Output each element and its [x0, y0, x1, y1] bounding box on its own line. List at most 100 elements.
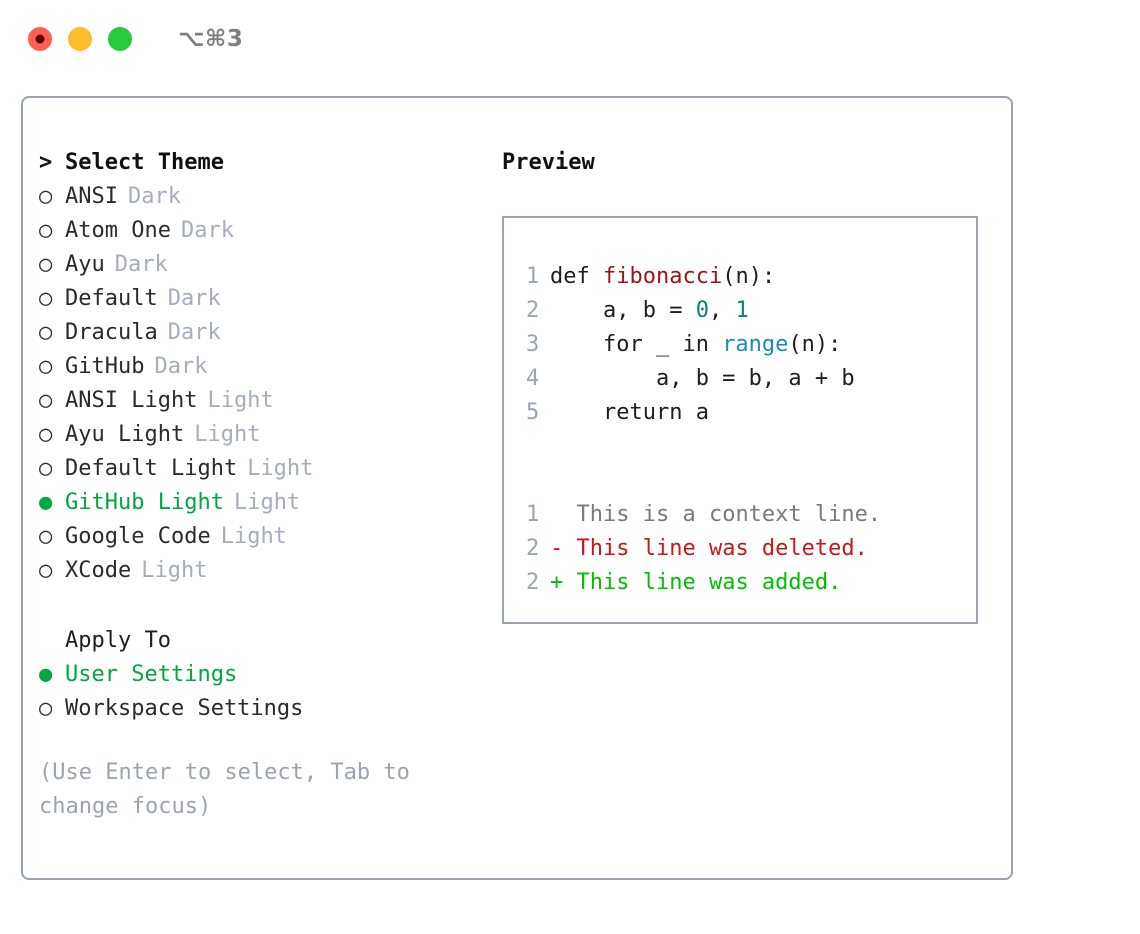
theme-list-item[interactable]: ● GitHub Light Light — [39, 486, 469, 520]
preview-title: Preview — [502, 150, 595, 175]
theme-name: ANSI Light — [65, 388, 198, 413]
theme-category: Light — [233, 490, 301, 515]
minimize-dot[interactable] — [68, 27, 92, 51]
theme-category: Dark — [154, 354, 208, 379]
title-bar: ⌥⌘3 — [0, 0, 1140, 78]
code-line: 2 a, b = 0, 1 — [526, 294, 976, 328]
code-line: 4 a, b = b, a + b — [526, 362, 976, 396]
diff-line: 1 This is a context line. — [526, 498, 976, 532]
theme-list-item[interactable]: ○ Dracula Dark — [39, 316, 469, 350]
theme-list-item[interactable]: ○ ANSI Dark — [39, 180, 469, 214]
theme-category: Dark — [180, 218, 234, 243]
apply-to-header: ○ Apply To — [39, 624, 469, 658]
code-token: range — [722, 332, 789, 357]
close-dot[interactable] — [28, 27, 52, 51]
line-number: 2 — [526, 570, 540, 595]
theme-list-item[interactable]: ○ Atom One Dark — [39, 214, 469, 248]
line-number: 1 — [526, 264, 540, 289]
code-line: 1 def fibonacci(n): — [526, 260, 976, 294]
theme-name: Atom One — [65, 218, 171, 243]
diff-sign: + — [550, 570, 577, 595]
code-token: (n): — [722, 264, 776, 289]
theme-category: Dark — [127, 184, 181, 209]
theme-list-item[interactable]: ○ ANSI Light Light — [39, 384, 469, 418]
code-line: 3 for _ in range(n): — [526, 328, 976, 362]
theme-name: GitHub Light — [65, 490, 224, 515]
theme-name: Google Code — [65, 524, 211, 549]
code-token: , — [708, 298, 736, 323]
apply-to-option-label: User Settings — [65, 662, 238, 687]
theme-list-item[interactable]: ○ XCode Light — [39, 554, 469, 588]
code-token: fibonacci — [602, 264, 723, 289]
theme-list-item[interactable]: ○ Ayu Light Light — [39, 418, 469, 452]
maximize-dot[interactable] — [108, 27, 132, 51]
code-token: for _ in — [550, 332, 723, 357]
code-token: 0 — [695, 298, 709, 323]
radio-unselected-icon[interactable]: ○ — [39, 184, 53, 209]
select-theme-header: > Select Theme — [39, 146, 469, 180]
radio-unselected-icon[interactable]: ○ — [39, 422, 53, 447]
diff-line: 2- This line was deleted. — [526, 532, 976, 566]
theme-name: Default Light — [65, 456, 238, 481]
theme-category: Light — [141, 558, 208, 583]
shortcut-label: ⌥⌘3 — [178, 26, 244, 52]
diff-block: 1 This is a context line.2- This line wa… — [526, 498, 976, 600]
radio-selected-icon[interactable]: ● — [39, 662, 53, 687]
section-spacer — [39, 588, 469, 624]
theme-name: Ayu — [65, 252, 105, 277]
radio-unselected-icon[interactable]: ○ — [39, 388, 53, 413]
apply-to-option-label: Workspace Settings — [65, 696, 304, 721]
apply-to-marker-placeholder: ○ — [39, 624, 65, 658]
keyboard-hint: (Use Enter to select, Tab to change focu… — [39, 760, 424, 819]
radio-unselected-icon[interactable]: ○ — [39, 252, 53, 277]
theme-name: Default — [65, 286, 158, 311]
radio-selected-icon[interactable]: ● — [39, 490, 53, 515]
line-number: 2 — [526, 298, 540, 323]
theme-name: Ayu Light — [65, 422, 185, 447]
theme-category: Light — [207, 388, 274, 413]
radio-unselected-icon[interactable]: ○ — [39, 320, 53, 345]
theme-list-item[interactable]: ○ Default Light Light — [39, 452, 469, 486]
theme-list-item[interactable]: ○ Default Dark — [39, 282, 469, 316]
radio-unselected-icon[interactable]: ○ — [39, 218, 53, 243]
theme-name: Dracula — [65, 320, 158, 345]
radio-unselected-icon[interactable]: ○ — [39, 456, 53, 481]
code-diff-spacer — [526, 430, 976, 464]
code-token: a, b = — [550, 298, 696, 323]
theme-name: ANSI — [65, 184, 118, 209]
theme-category: Dark — [167, 286, 221, 311]
radio-unselected-icon[interactable]: ○ — [39, 524, 53, 549]
code-token: def — [550, 264, 603, 289]
diff-text: This line was deleted. — [576, 536, 868, 561]
line-number: 1 — [526, 502, 540, 527]
theme-category: Light — [247, 456, 314, 481]
radio-unselected-icon[interactable]: ○ — [39, 696, 53, 721]
code-diff-spacer-2 — [526, 464, 976, 498]
radio-unselected-icon[interactable]: ○ — [39, 354, 53, 379]
apply-to-label: Apply To — [65, 628, 171, 653]
theme-name: XCode — [65, 558, 132, 583]
theme-category: Light — [194, 422, 261, 447]
apply-to-option[interactable]: ● User Settings — [39, 658, 469, 692]
select-theme-title: Select Theme — [65, 150, 224, 175]
radio-unselected-icon[interactable]: ○ — [39, 558, 53, 583]
theme-category: Dark — [167, 320, 221, 345]
diff-line: 2+ This line was added. — [526, 566, 976, 600]
line-number: 5 — [526, 400, 540, 425]
diff-sign: - — [550, 536, 577, 561]
apply-to-option[interactable]: ○ Workspace Settings — [39, 692, 469, 726]
apply-to-options: ● User Settings ○ Workspace Settings — [39, 658, 469, 726]
radio-unselected-icon[interactable]: ○ — [39, 286, 53, 311]
line-number: 2 — [526, 536, 540, 561]
code-token: a, b = b, a + b — [550, 366, 855, 391]
